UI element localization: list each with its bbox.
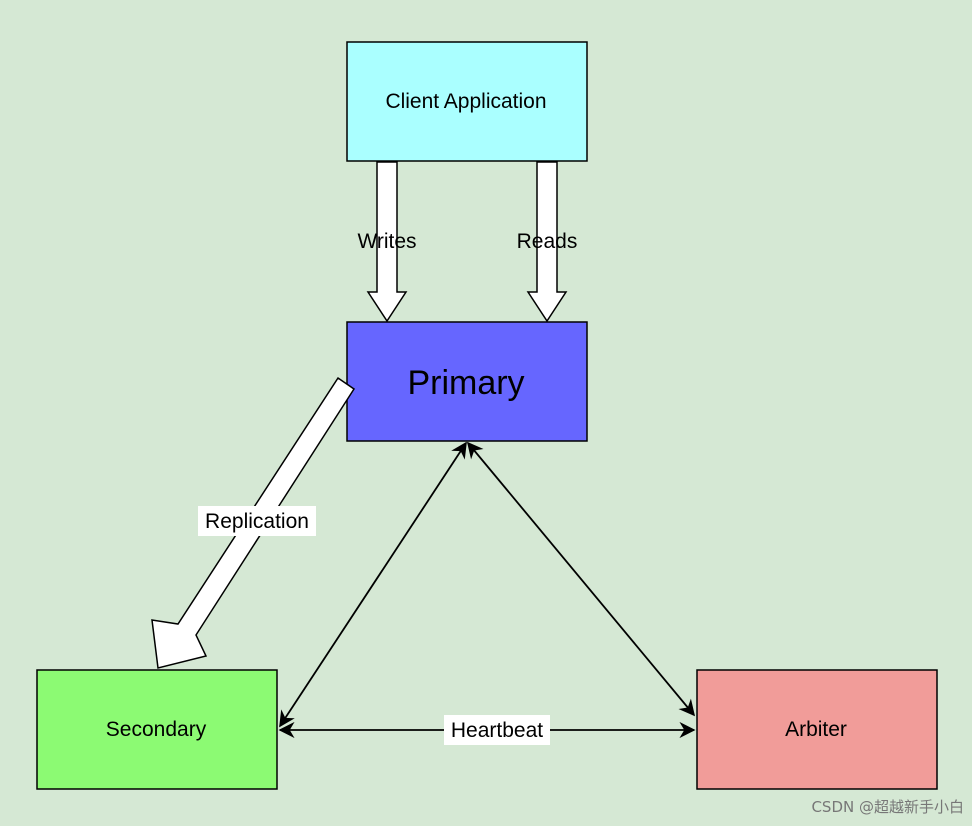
heartbeat-primary-arbiter-line[interactable] [466, 441, 696, 717]
heartbeat-edge[interactable]: Heartbeat [278, 715, 696, 745]
arbiter-node[interactable]: Arbiter [696, 669, 938, 790]
client-application-node[interactable]: Client Application [346, 41, 588, 162]
heartbeat-label-bg [444, 715, 550, 745]
replication-edge[interactable]: Replication [151, 376, 356, 669]
writes-edge[interactable]: Writes [357, 161, 417, 323]
writes-arrow [366, 161, 408, 323]
watermark-text: CSDN @超越新手小白 [811, 798, 964, 816]
arbiter-label: Arbiter [785, 718, 847, 741]
primary-label: Primary [407, 364, 524, 402]
secondary-label: Secondary [106, 718, 207, 741]
reads-edge[interactable]: Reads [517, 161, 578, 323]
arbiter-box [696, 669, 938, 790]
reads-arrow [526, 161, 568, 323]
primary-box [346, 321, 588, 442]
client-application-box [346, 41, 588, 162]
writes-label: Writes [357, 230, 416, 253]
secondary-node[interactable]: Secondary [36, 669, 278, 790]
heartbeat-label: Heartbeat [451, 719, 543, 742]
primary-node[interactable]: Primary [346, 321, 588, 442]
secondary-box [36, 669, 278, 790]
replication-label: Replication [205, 510, 309, 533]
heartbeat-primary-secondary-line[interactable] [279, 441, 467, 728]
client-application-label: Client Application [385, 90, 546, 113]
reads-label: Reads [517, 230, 578, 253]
